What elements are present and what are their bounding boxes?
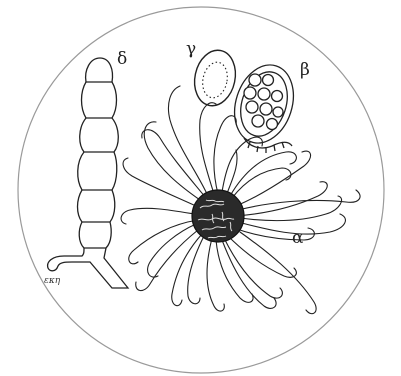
label-alpha: α — [292, 228, 304, 248]
label-delta: δ — [117, 49, 127, 69]
label-beta: β — [300, 60, 310, 80]
alpha-central-body — [192, 190, 244, 242]
label-gamma: γ — [186, 39, 196, 59]
artist-signature: εκη — [44, 276, 61, 286]
